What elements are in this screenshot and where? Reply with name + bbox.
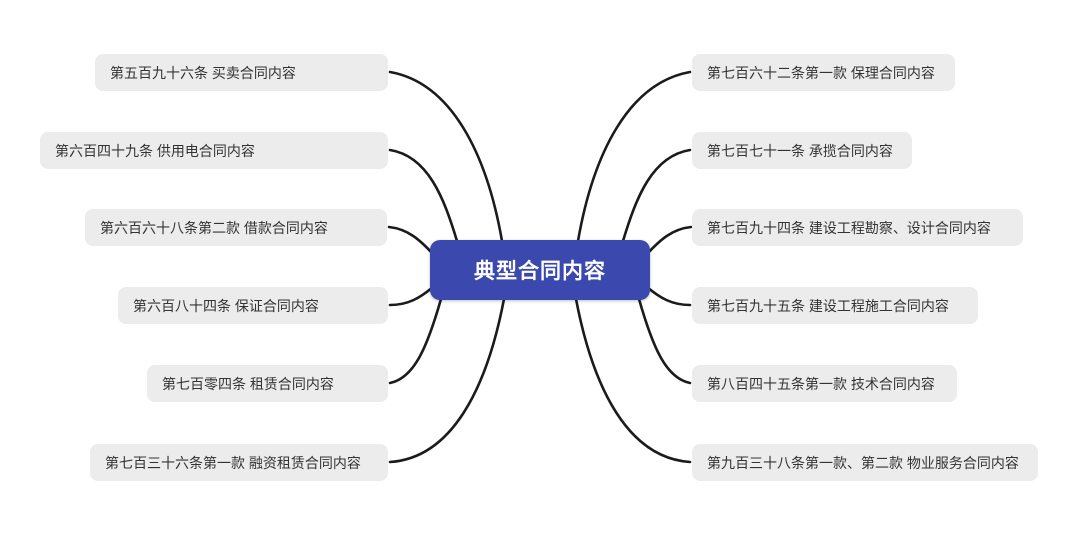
central-topic[interactable]: 典型合同内容 bbox=[430, 240, 650, 300]
topic-node-left-3[interactable]: 第六百六十八条第二款 借款合同内容 bbox=[85, 209, 387, 246]
branch-connector bbox=[645, 285, 692, 307]
branch-connector bbox=[388, 148, 459, 243]
branch-connector bbox=[388, 285, 435, 307]
branch-connector bbox=[388, 297, 443, 385]
topic-node-left-6[interactable]: 第七百三十六条第一款 融资租赁合同内容 bbox=[90, 444, 388, 481]
branch-connector bbox=[387, 225, 435, 256]
branch-connector bbox=[576, 70, 692, 243]
central-topic-label: 典型合同内容 bbox=[474, 260, 606, 283]
topic-label: 第六百六十八条第二款 借款合同内容 bbox=[100, 219, 328, 236]
topic-label: 第七百三十六条第一款 融资租赁合同内容 bbox=[105, 454, 361, 471]
topic-node-left-2[interactable]: 第六百四十九条 供用电合同内容 bbox=[40, 132, 388, 169]
topic-node-right-4[interactable]: 第七百九十五条 建设工程施工合同内容 bbox=[692, 287, 978, 324]
topic-label: 第六百八十四条 保证合同内容 bbox=[133, 297, 319, 314]
topic-label: 第七百六十二条第一款 保理合同内容 bbox=[707, 64, 935, 81]
topic-label: 第七百零四条 租赁合同内容 bbox=[162, 375, 334, 392]
topic-node-left-1[interactable]: 第五百九十六条 买卖合同内容 bbox=[95, 54, 388, 91]
topic-node-right-3[interactable]: 第七百九十四条 建设工程勘察、设计合同内容 bbox=[692, 209, 1023, 246]
topic-label: 第七百九十四条 建设工程勘察、设计合同内容 bbox=[707, 219, 991, 236]
branch-connector bbox=[637, 297, 692, 385]
topic-label: 第五百九十六条 买卖合同内容 bbox=[110, 64, 296, 81]
branch-connector bbox=[574, 297, 692, 464]
topic-label: 第九百三十八条第一款、第二款 物业服务合同内容 bbox=[707, 454, 1019, 471]
branch-connector bbox=[388, 70, 504, 243]
topic-node-right-2[interactable]: 第七百七十一条 承揽合同内容 bbox=[692, 132, 912, 169]
topic-node-right-1[interactable]: 第七百六十二条第一款 保理合同内容 bbox=[692, 54, 955, 91]
topic-node-left-5[interactable]: 第七百零四条 租赁合同内容 bbox=[147, 365, 388, 402]
topic-label: 第七百七十一条 承揽合同内容 bbox=[707, 142, 893, 159]
topic-node-left-4[interactable]: 第六百八十四条 保证合同内容 bbox=[118, 287, 388, 324]
topic-node-right-6[interactable]: 第九百三十八条第一款、第二款 物业服务合同内容 bbox=[692, 444, 1038, 481]
branch-connector bbox=[621, 148, 692, 243]
topic-node-right-5[interactable]: 第八百四十五条第一款 技术合同内容 bbox=[692, 365, 957, 402]
branch-connector bbox=[645, 225, 693, 256]
branch-connector bbox=[388, 297, 506, 464]
topic-label: 第七百九十五条 建设工程施工合同内容 bbox=[707, 297, 949, 314]
topic-label: 第八百四十五条第一款 技术合同内容 bbox=[707, 375, 935, 392]
topic-label: 第六百四十九条 供用电合同内容 bbox=[55, 142, 255, 159]
